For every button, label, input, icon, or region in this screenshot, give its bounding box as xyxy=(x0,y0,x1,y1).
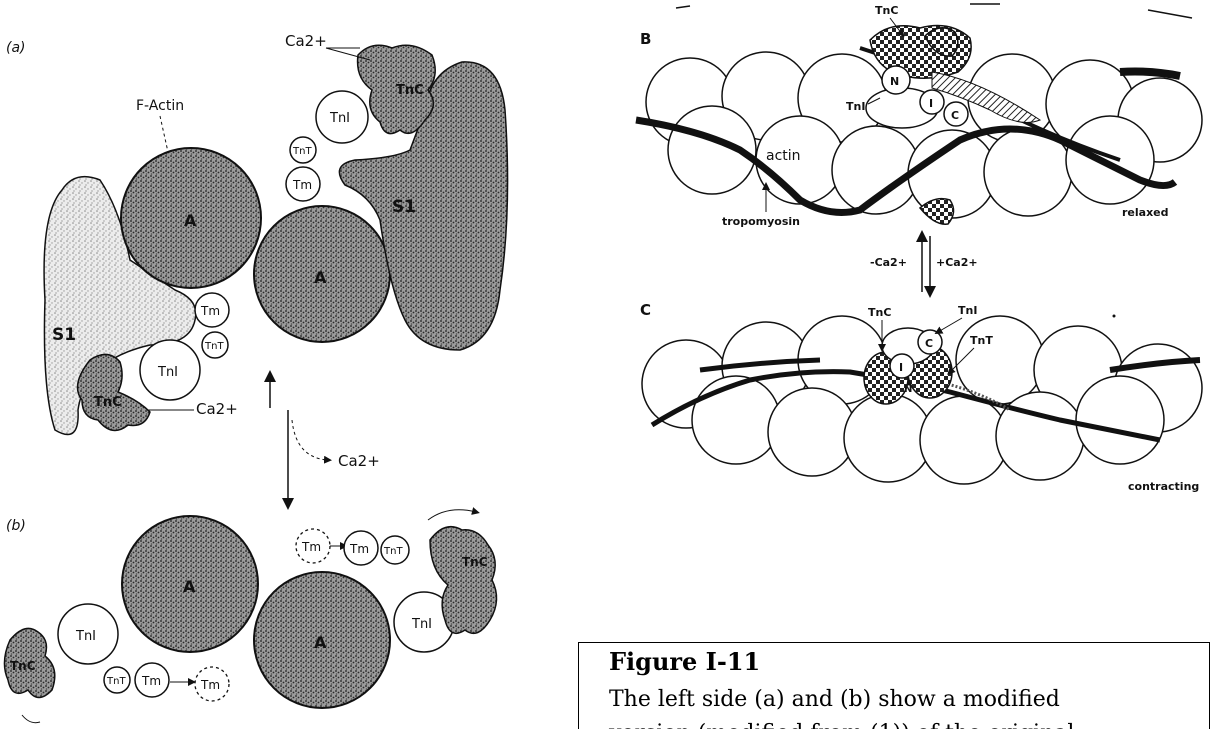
panel-C: C I C N TnC TnI xyxy=(640,301,1202,493)
tnc-C-label: TnC xyxy=(868,306,891,319)
tnt-mid-label: TnT xyxy=(204,341,224,352)
tni-b-left-label: TnI xyxy=(75,629,96,644)
ca-bottom-label: Ca2+ xyxy=(196,400,238,418)
caption-title: Figure I-11 xyxy=(609,647,1209,677)
tnt-top-label: TnT xyxy=(292,146,312,157)
i-C-label: I xyxy=(899,361,903,374)
tnc-b-left-label: TnC xyxy=(10,659,36,673)
tni-b-right-label: TnI xyxy=(411,617,432,632)
tm-b-left-dashed-label: Tm xyxy=(200,678,220,692)
actin-B-label: actin xyxy=(766,148,801,164)
c-B-label: C xyxy=(951,109,959,122)
top-mark-1 xyxy=(676,6,690,8)
caption-line-2: version (modified from (1)) of the origi… xyxy=(609,717,1209,729)
tni-B-label: TnI xyxy=(846,100,865,113)
tnc-bottom-label: TnC xyxy=(94,395,122,410)
tni-bottom-label: TnI xyxy=(157,365,178,380)
n-C-label: N xyxy=(904,384,912,395)
c-C-label: C xyxy=(925,337,933,350)
tm-mid-label: Tm xyxy=(200,304,220,318)
s1-left-label: S1 xyxy=(52,325,76,345)
tropomyosin-B-label: tropomyosin xyxy=(722,215,800,228)
transition-arrows: -Ca2+ +Ca2+ xyxy=(870,236,978,292)
panel-b-label: (b) xyxy=(6,518,26,534)
tnc-bottom-blob xyxy=(78,354,151,430)
plus-ca-label: +Ca2+ xyxy=(936,256,978,269)
tm-b-right-label: Tm xyxy=(349,542,369,556)
n-B-label: N xyxy=(890,75,899,88)
tm-top-label: Tm xyxy=(292,178,312,192)
actin-b-left-label: A xyxy=(183,577,196,596)
panel-B-label: B xyxy=(640,30,651,48)
panel-a-label: (a) xyxy=(6,40,26,56)
tni-top-label: TnI xyxy=(329,111,350,126)
tnt-b-right-label: TnT xyxy=(383,546,403,557)
minus-ca-label: -Ca2+ xyxy=(870,256,907,269)
tnt-b-left-label: TnT xyxy=(106,676,126,687)
actin-a-left-label: A xyxy=(184,211,197,230)
tm-b-left-label: Tm xyxy=(141,674,161,688)
ca-top-label: Ca2+ xyxy=(285,32,327,50)
tnt-C-label: TnT xyxy=(970,334,993,347)
tnc-b-left-move-arrow xyxy=(22,715,40,723)
top-mark-3 xyxy=(1148,10,1192,18)
caption-text: The left side (a) and (b) show a modifie… xyxy=(609,683,1209,729)
panel-C-label: C xyxy=(640,301,651,319)
panel-a: (a) S1 F-Actin A A S1 TnC Ca2+ TnI TnT T… xyxy=(6,32,508,504)
relaxed-B-label: relaxed xyxy=(1122,206,1169,219)
tni-C-label: TnI xyxy=(958,304,977,317)
caption-line-1: The left side (a) and (b) show a modifie… xyxy=(609,683,1209,717)
ca-release-label: Ca2+ xyxy=(338,452,380,470)
figure-caption: Figure I-11 The left side (a) and (b) sh… xyxy=(578,642,1210,729)
stray-dot xyxy=(1113,315,1116,318)
actin-a-right-label: A xyxy=(314,268,327,287)
tnc-B-label: TnC xyxy=(875,4,898,17)
tni-C-pointer xyxy=(938,318,962,332)
actin-b-right-label: A xyxy=(314,633,327,652)
s1-right-label: S1 xyxy=(392,197,416,217)
i-B-label: I xyxy=(929,97,933,110)
tnc-b-right-label: TnC xyxy=(462,555,488,569)
ca-release-arrow xyxy=(292,420,328,460)
contracting-C-label: contracting xyxy=(1128,480,1199,493)
panel-B: B N I C xyxy=(636,4,1202,228)
factin-label: F-Actin xyxy=(136,98,184,114)
tnc-b-right-move-arrow xyxy=(428,510,476,520)
tropomyosin-strand-B-right xyxy=(1120,72,1180,77)
tm-b-right-dashed-label: Tm xyxy=(301,540,321,554)
tnc-top-label: TnC xyxy=(396,83,424,98)
panel-b-left: (b) A A TnI TnC TnT Tm Tm Tm Tm TnT TnI … xyxy=(4,510,496,723)
